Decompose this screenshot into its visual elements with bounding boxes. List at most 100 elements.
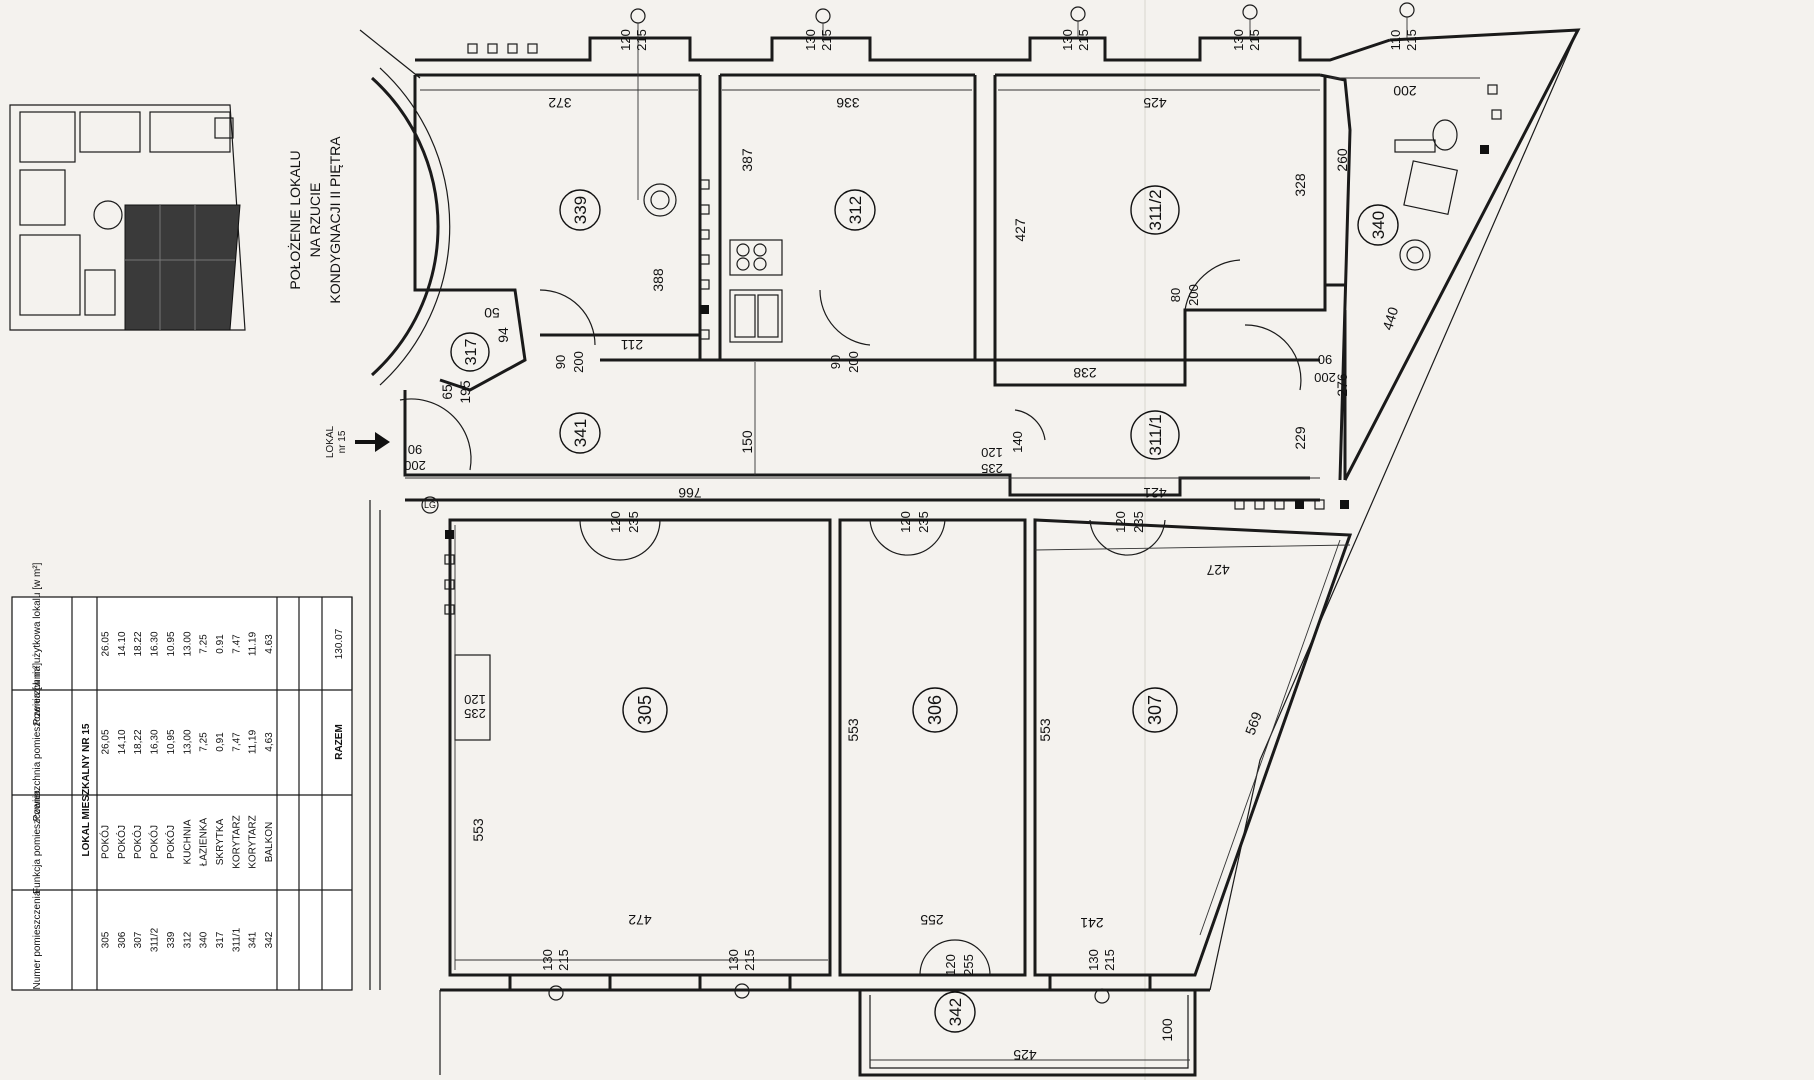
svg-text:120: 120 bbox=[898, 511, 913, 533]
room-340-marker: 340 bbox=[1357, 204, 1399, 246]
svg-text:311/1: 311/1 bbox=[1146, 414, 1165, 455]
dim-label: 238 bbox=[1073, 365, 1097, 381]
dim-label: 472 bbox=[628, 912, 652, 928]
svg-text:90: 90 bbox=[828, 355, 843, 369]
dim-label: 94 bbox=[495, 327, 511, 343]
svg-text:130: 130 bbox=[1086, 949, 1101, 971]
dim-label: 255 bbox=[920, 912, 944, 928]
svg-text:120: 120 bbox=[608, 511, 623, 533]
svg-text:235: 235 bbox=[916, 511, 931, 533]
table-cell: BALKON bbox=[264, 822, 275, 863]
svg-text:130: 130 bbox=[1060, 29, 1075, 51]
lg-marker: LG bbox=[421, 496, 439, 514]
svg-text:110: 110 bbox=[1388, 30, 1403, 51]
table-cell: 14.10 bbox=[117, 631, 128, 656]
dim-label: 553 bbox=[1037, 718, 1053, 742]
table-cell: 311/1 bbox=[231, 927, 242, 952]
sink-icon bbox=[643, 183, 677, 217]
entrance-arrow bbox=[355, 432, 390, 452]
location-caption: POŁOŻENIE LOKALU NA RZUCIE KONDYGNACJI I… bbox=[286, 136, 343, 304]
table-cell: 341 bbox=[248, 931, 259, 948]
room-339-marker: 339 bbox=[559, 189, 601, 231]
table-header: Numer pomieszczenia bbox=[32, 890, 43, 989]
table-cell: 18.22 bbox=[133, 631, 144, 656]
dim-label: 553 bbox=[470, 818, 486, 842]
table-header: Powierzchnia użytkowa lokalu [w m²] bbox=[32, 562, 43, 725]
svg-text:215: 215 bbox=[742, 949, 757, 971]
room-342-marker: 342 bbox=[934, 991, 976, 1033]
svg-text:341: 341 bbox=[571, 419, 590, 447]
vent-markers bbox=[444, 43, 1502, 615]
table-cell: 13,00 bbox=[182, 729, 193, 754]
svg-text:342: 342 bbox=[946, 998, 965, 1026]
dim-label: 336 bbox=[836, 95, 860, 111]
dim-label: 195 bbox=[457, 380, 473, 404]
table-cell: 7.25 bbox=[199, 634, 210, 654]
dim-label: 425 bbox=[1013, 1047, 1037, 1063]
dim-label: 100 bbox=[1159, 1018, 1175, 1042]
svg-text:200: 200 bbox=[846, 351, 861, 373]
table-cell: 11.19 bbox=[248, 631, 259, 656]
svg-text:235: 235 bbox=[1131, 511, 1146, 533]
svg-text:306: 306 bbox=[925, 695, 945, 725]
dim-label: 427 bbox=[1206, 562, 1230, 579]
opening-misc-140: 140 bbox=[1010, 431, 1025, 453]
table-cell: POKÓJ bbox=[115, 825, 128, 859]
svg-text:90: 90 bbox=[408, 442, 422, 457]
svg-text:215: 215 bbox=[1076, 29, 1091, 51]
room-307-marker: 307 bbox=[1132, 687, 1178, 733]
window-markers bbox=[548, 2, 1415, 1004]
svg-text:255: 255 bbox=[961, 954, 976, 976]
table-cell: 311/2 bbox=[150, 927, 161, 952]
table-cell: 7.47 bbox=[231, 634, 242, 654]
table-cell: 312 bbox=[182, 931, 193, 948]
table-cell: 11,19 bbox=[248, 729, 259, 754]
dim-label: 440 bbox=[1379, 305, 1401, 332]
dim-label: 276 bbox=[1334, 373, 1350, 397]
plan-walls bbox=[359, 28, 1581, 1077]
svg-text:130: 130 bbox=[1231, 29, 1246, 51]
table-cell: 306 bbox=[117, 931, 128, 948]
table-cell: 4.63 bbox=[264, 634, 275, 654]
table-cell: 339 bbox=[166, 931, 177, 948]
dim-label: 229 bbox=[1292, 426, 1308, 450]
table-cell: 340 bbox=[199, 931, 210, 948]
svg-text:340: 340 bbox=[1369, 211, 1388, 239]
svg-text:120: 120 bbox=[981, 445, 1003, 460]
kitchen-fixtures bbox=[729, 239, 783, 343]
dim-label: 421 bbox=[1143, 485, 1167, 501]
table-cell: KORYTARZ bbox=[248, 815, 259, 869]
table-cell: POKÓJ bbox=[131, 825, 144, 859]
svg-text:200: 200 bbox=[404, 458, 426, 473]
room-311-2-marker: 311/2 bbox=[1130, 185, 1180, 235]
svg-text:215: 215 bbox=[1404, 29, 1419, 51]
svg-text:LG: LG bbox=[424, 500, 436, 510]
table-header: Powierzchnia pomieszczenia [w m²] bbox=[32, 663, 43, 822]
svg-text:nr 15: nr 15 bbox=[337, 430, 348, 453]
svg-text:120: 120 bbox=[618, 29, 633, 51]
svg-text:235: 235 bbox=[981, 461, 1003, 476]
svg-text:90: 90 bbox=[1318, 352, 1332, 367]
table-cell: 16,30 bbox=[150, 729, 161, 754]
svg-text:120: 120 bbox=[1113, 511, 1128, 533]
caption-line-2: NA RZUCIE bbox=[307, 183, 323, 258]
dim-label: 200 bbox=[1393, 83, 1417, 99]
table-section-title: LOKAL MIESZKALNY NR 15 bbox=[81, 723, 92, 856]
room-305-marker: 305 bbox=[622, 687, 668, 733]
table-cell: ŁAZIENKA bbox=[199, 818, 210, 867]
svg-text:235: 235 bbox=[464, 706, 486, 721]
dimension-labels: 372 336 425 200 387 388 211 427 328 260 … bbox=[439, 83, 1417, 1063]
room-306-marker: 306 bbox=[912, 687, 958, 733]
svg-text:317: 317 bbox=[463, 339, 480, 366]
dim-label: 569 bbox=[1242, 709, 1265, 737]
table-cell: POKÓJ bbox=[98, 825, 111, 859]
dim-label: 211 bbox=[621, 337, 644, 353]
